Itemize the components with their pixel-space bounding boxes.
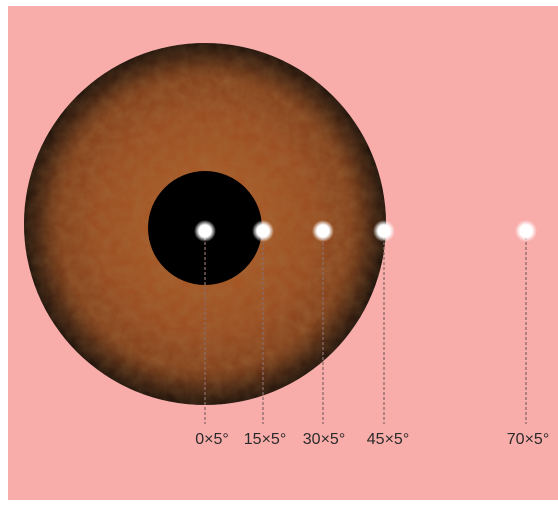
angle-label: 0×5° [195, 431, 229, 448]
glint-dot [194, 220, 216, 242]
glint-dot [373, 220, 395, 242]
angle-label: 15×5° [244, 431, 286, 448]
glint-dot [312, 220, 334, 242]
angle-label: 30×5° [303, 431, 345, 448]
glint-dot [515, 220, 537, 242]
angle-label: 45×5° [367, 431, 409, 448]
glint-dot [252, 220, 274, 242]
angle-label: 70×5° [507, 431, 549, 448]
